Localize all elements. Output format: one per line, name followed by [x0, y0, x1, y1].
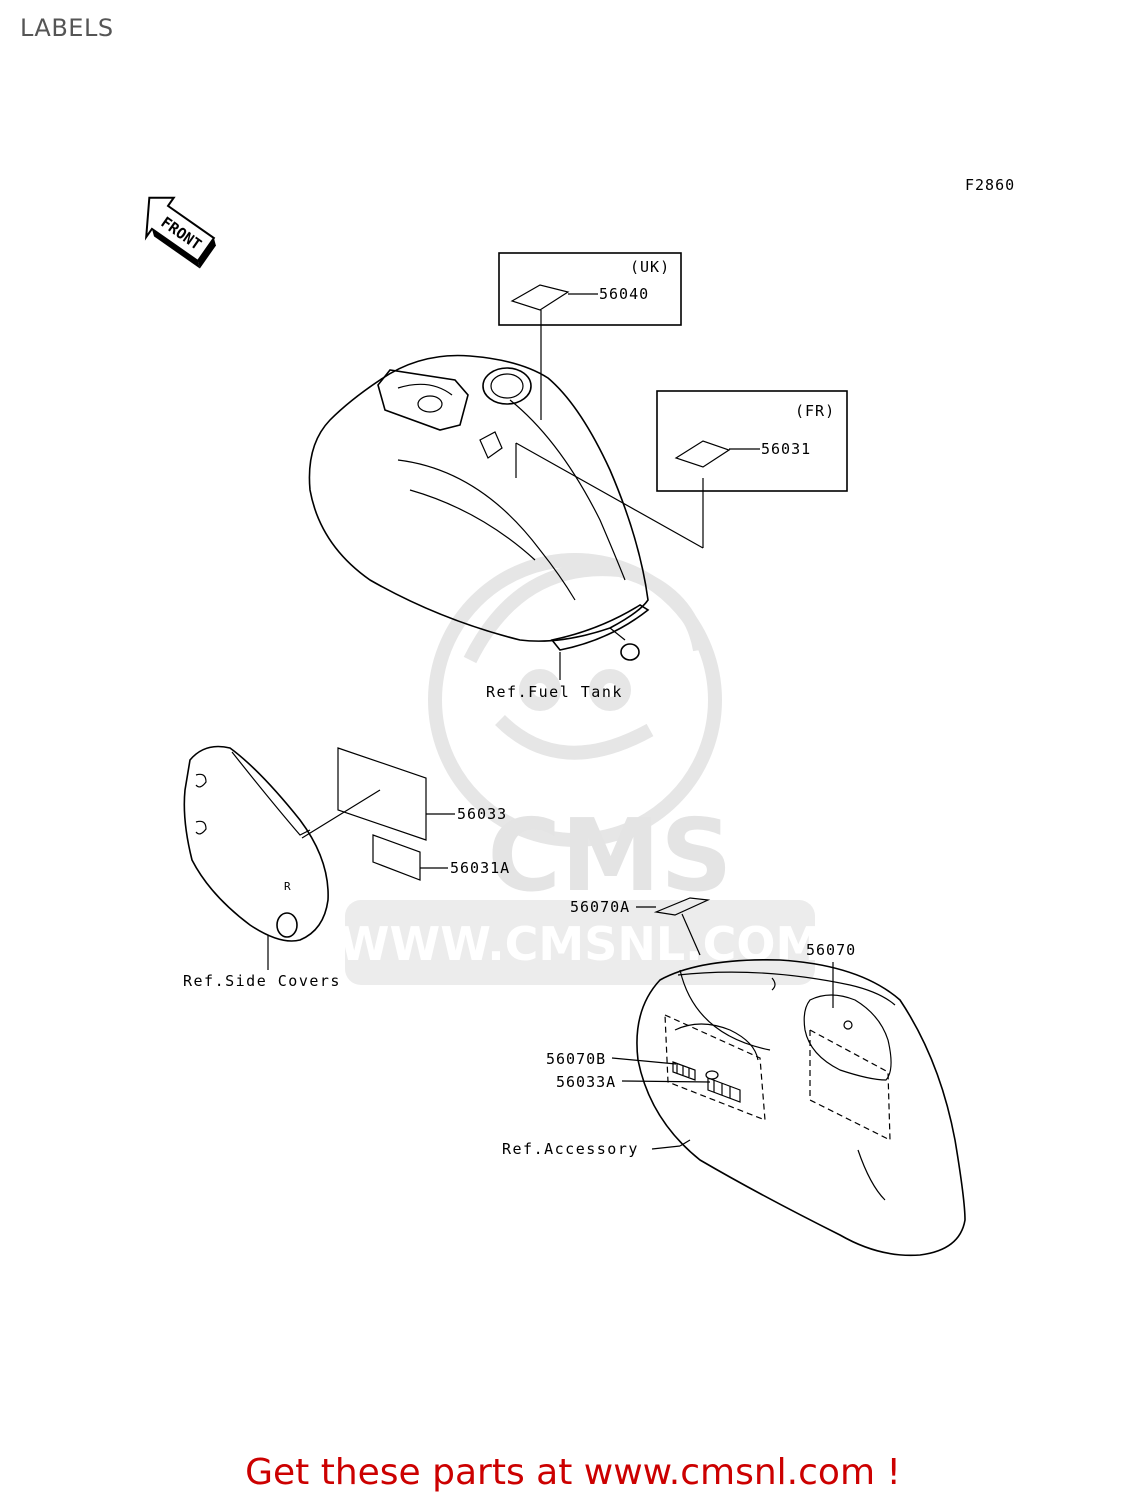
watermark-mascot-logo	[428, 553, 722, 847]
part-number-56040: 56040	[599, 285, 649, 303]
label-sticker-56070b	[672, 1061, 696, 1081]
side-cover-mark: R	[284, 880, 291, 893]
ref-fuel-tank: Ref.Fuel Tank	[486, 683, 623, 701]
ref-side-covers: Ref.Side Covers	[183, 972, 341, 990]
ref-accessory: Ref.Accessory	[502, 1140, 639, 1158]
watermark: CMS WWW.CMSNL.COM	[339, 553, 822, 985]
page-title: LABELS	[20, 14, 114, 42]
part-number-56033: 56033	[457, 805, 507, 823]
accessory-callouts: 56070A 56070 56070B 56033A	[546, 897, 856, 1091]
label-sticker-56031	[674, 440, 731, 468]
part-number-56033a: 56033A	[556, 1073, 616, 1091]
side-cover-labels: 56033 56031A	[301, 747, 510, 881]
label-sticker-56070a	[653, 897, 711, 916]
label-sticker-56033	[337, 747, 427, 841]
region-label-fr: (FR)	[795, 402, 835, 420]
region-label-uk: (UK)	[630, 258, 670, 276]
part-number-56070: 56070	[806, 941, 856, 959]
label-sticker-56033a	[705, 1070, 741, 1103]
part-number-56031: 56031	[761, 440, 811, 458]
label-sticker-56031a	[372, 834, 421, 881]
side-cover-drawing: R	[183, 745, 329, 970]
callout-box-uk: (UK) 56040	[498, 252, 682, 420]
accessory-drawing	[636, 959, 966, 1257]
callout-box-fr: (FR) 56031	[515, 390, 848, 549]
watermark-url: WWW.CMSNL.COM	[339, 917, 822, 971]
watermark-banner	[345, 900, 815, 985]
shop-parts-link[interactable]: Get these parts at www.cmsnl.com !	[245, 1452, 901, 1493]
part-number-56070b: 56070B	[546, 1050, 606, 1068]
label-sticker-56040	[510, 284, 570, 311]
figure-code: F2860	[965, 176, 1015, 194]
part-number-56031a: 56031A	[450, 859, 510, 877]
fuel-tank-drawing	[308, 354, 650, 680]
front-direction-arrow: FRONT	[144, 196, 216, 269]
part-number-56070a: 56070A	[570, 898, 630, 916]
watermark-brand: CMS	[488, 797, 733, 914]
